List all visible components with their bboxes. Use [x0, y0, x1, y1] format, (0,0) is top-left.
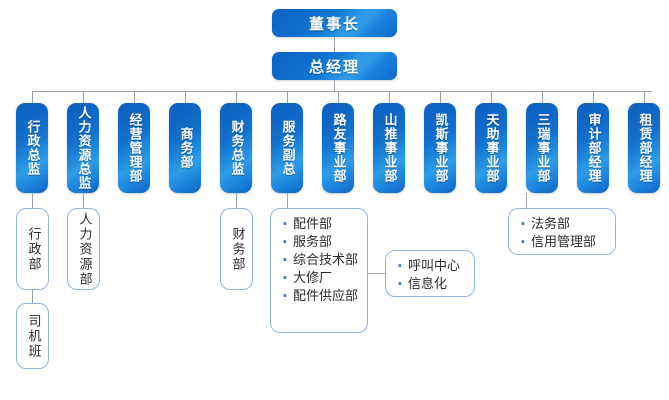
org-node-label: 董事长	[308, 14, 360, 33]
service-unit-items: 配件部 服务部 综合技术部 大修厂 配件供应部	[280, 215, 358, 306]
org-node-tianzhu-division[interactable]: 天助事业部	[475, 103, 507, 193]
connector-bus-drop	[338, 91, 339, 103]
org-node-admin-dept[interactable]: 行政部	[16, 208, 49, 290]
connector-service-units-to-support-units	[368, 273, 385, 274]
org-node-label: 行政总监	[24, 120, 40, 176]
connector-admin-director-to-admin-dept	[32, 193, 33, 208]
org-node-admin-director[interactable]: 行政总监	[16, 103, 48, 193]
connector-bus-drop	[236, 91, 237, 103]
list-item[interactable]: 大修厂	[280, 269, 357, 288]
connector-service-vp-to-service-units	[287, 193, 288, 208]
org-node-business-dept[interactable]: 商务部	[169, 103, 201, 193]
org-node-leasing-dept-manager[interactable]: 租赁部经理	[628, 103, 660, 193]
org-node-label: 总经理	[308, 57, 360, 76]
org-node-label: 三瑞事业部	[534, 113, 550, 183]
list-item[interactable]: 法务部	[518, 215, 605, 234]
connector-admin-dept-to-driver-team	[32, 290, 33, 303]
connector-bus-drop	[440, 91, 441, 103]
connector-bus-horizontal	[32, 91, 652, 92]
connector-bus-drop	[287, 91, 288, 103]
org-node-label: 商务部	[177, 127, 193, 169]
org-node-label: 经营管理部	[126, 113, 142, 183]
list-item[interactable]: 配件部	[280, 215, 357, 234]
org-node-hr-director[interactable]: 人力资源总监	[67, 103, 99, 193]
connector-gm-to-bus	[334, 80, 335, 91]
org-node-label: 凯斯事业部	[432, 113, 448, 183]
connector-bus-drop	[491, 91, 492, 103]
org-node-audit-dept-manager[interactable]: 审计部经理	[577, 103, 609, 193]
org-node-general-manager[interactable]: 总经理	[272, 52, 397, 80]
list-item[interactable]: 信用管理部	[518, 233, 605, 252]
org-node-sanrui-division[interactable]: 三瑞事业部	[526, 103, 558, 193]
org-node-label: 人力资源部	[76, 211, 92, 287]
org-node-support-unit-list[interactable]: 呼叫中心 信息化	[385, 250, 475, 297]
org-node-hr-dept[interactable]: 人力资源部	[67, 208, 100, 290]
org-node-label: 审计部经理	[585, 113, 601, 183]
support-unit-items: 呼叫中心 信息化	[395, 257, 464, 294]
org-node-finance-dept[interactable]: 财务部	[220, 208, 253, 290]
list-item[interactable]: 呼叫中心	[395, 257, 464, 276]
org-node-operations-mgmt-dept[interactable]: 经营管理部	[118, 103, 150, 193]
org-node-service-unit-list[interactable]: 配件部 服务部 综合技术部 大修厂 配件供应部	[270, 208, 368, 333]
org-node-chairman[interactable]: 董事长	[272, 9, 397, 37]
connector-chairman-to-gm	[334, 37, 335, 52]
connector-bus-drop	[134, 91, 135, 103]
connector-bus-drop	[83, 91, 84, 103]
org-node-label: 司机班	[25, 313, 41, 359]
org-node-label: 天助事业部	[483, 113, 499, 183]
org-node-label: 山推事业部	[381, 113, 397, 183]
list-item[interactable]: 配件供应部	[280, 287, 358, 306]
org-node-label: 人力资源总监	[75, 106, 91, 190]
org-node-driver-team[interactable]: 司机班	[16, 303, 49, 369]
list-item[interactable]: 综合技术部	[280, 251, 358, 270]
connector-finance-director-to-finance-dept	[236, 193, 237, 208]
org-node-label: 财务部	[229, 226, 245, 272]
org-node-label: 行政部	[25, 226, 41, 272]
connector-sanrui-division-to-sanrui-units	[526, 193, 527, 208]
org-node-finance-director[interactable]: 财务总监	[220, 103, 252, 193]
list-item[interactable]: 服务部	[280, 233, 357, 252]
org-node-service-vp[interactable]: 服务副总	[271, 103, 303, 193]
org-node-label: 服务副总	[279, 120, 295, 176]
org-node-luyou-division[interactable]: 路友事业部	[322, 103, 354, 193]
connector-bus-drop	[644, 91, 645, 103]
connector-bus-drop	[593, 91, 594, 103]
connector-hr-director-to-hr-dept	[83, 193, 84, 208]
org-node-label: 财务总监	[228, 120, 244, 176]
org-node-sanrui-unit-list[interactable]: 法务部 信用管理部	[508, 208, 616, 255]
connector-bus-drop	[542, 91, 543, 103]
connector-bus-drop	[32, 91, 33, 103]
connector-bus-drop	[185, 91, 186, 103]
org-node-kaisi-division[interactable]: 凯斯事业部	[424, 103, 456, 193]
org-node-label: 租赁部经理	[636, 113, 652, 183]
org-node-shantui-division[interactable]: 山推事业部	[373, 103, 405, 193]
list-item[interactable]: 信息化	[395, 275, 464, 294]
org-node-label: 路友事业部	[330, 113, 346, 183]
connector-bus-drop	[389, 91, 390, 103]
sanrui-unit-items: 法务部 信用管理部	[518, 215, 605, 252]
